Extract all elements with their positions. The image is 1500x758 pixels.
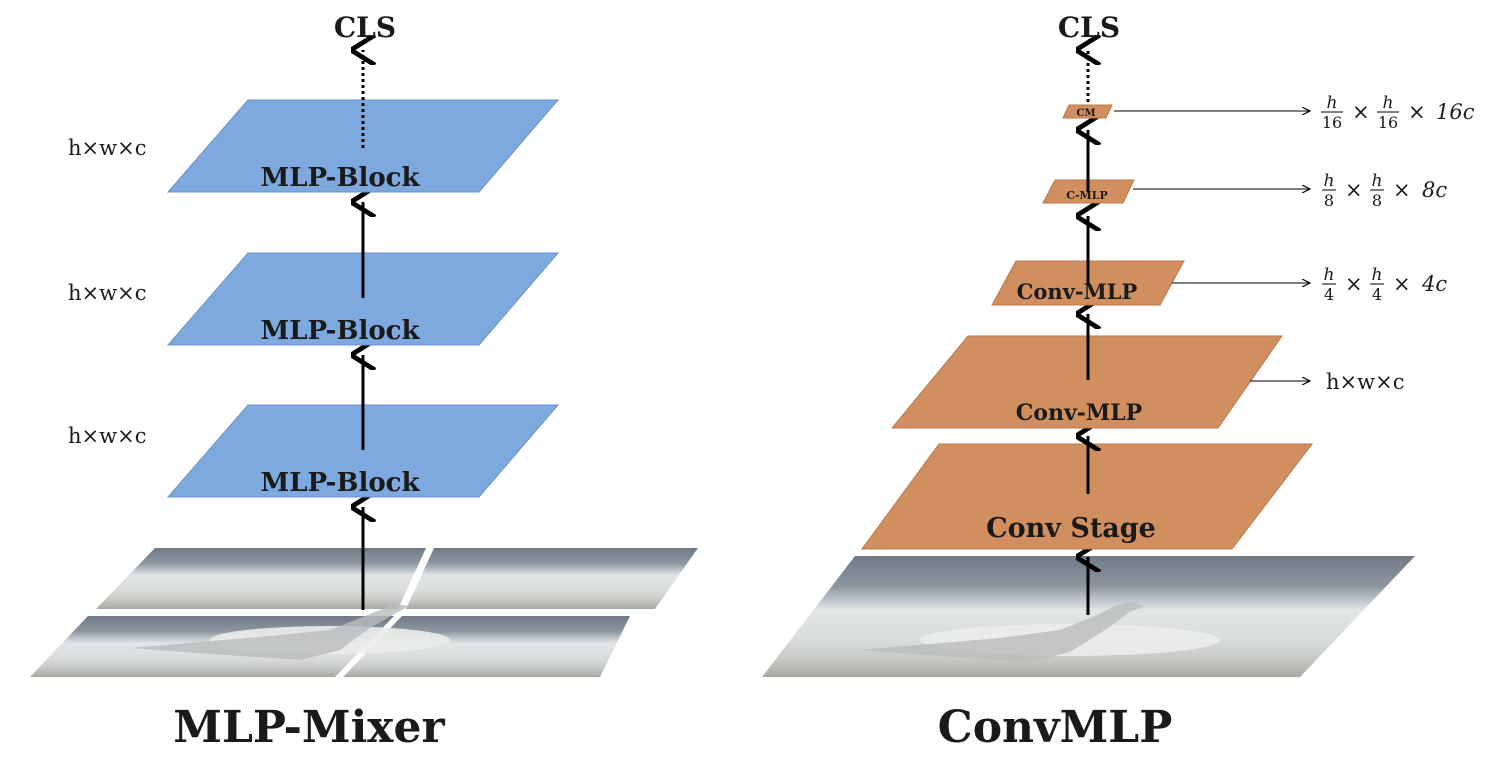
svg-text:4c: 4c: [1421, 272, 1447, 296]
mixer-cls-label: CLS: [334, 11, 396, 44]
mixer-dim-label-3: h×w×c: [68, 136, 146, 160]
conv-mlp-label-1: Conv-MLP: [1016, 400, 1142, 426]
convmlp-dim-label-1: h×w×c: [1326, 370, 1404, 394]
convmlp-title: ConvMLP: [938, 702, 1173, 753]
convmlp-diagram: Conv Stage Conv-MLP Conv-MLP C-MLP CM CL…: [762, 11, 1475, 753]
convmlp-dim-label-4: h 16 × h 16 × 16c: [1321, 93, 1475, 132]
conv-mlp-label-2: Conv-MLP: [1017, 279, 1138, 304]
convmlp-dim-label-3: h 8 × h 8 × 8c: [1322, 171, 1447, 210]
mlp-block-label-1: MLP-Block: [260, 468, 420, 498]
svg-text:h: h: [1383, 93, 1394, 113]
svg-text:4: 4: [1324, 285, 1334, 304]
conv-stage-block: [861, 443, 1314, 550]
cm-label: CM: [1076, 108, 1095, 119]
mlp-block-2: [166, 252, 560, 346]
svg-text:×: ×: [1345, 272, 1363, 296]
conv-mlp-block-1: [890, 335, 1283, 429]
svg-text:×: ×: [1345, 178, 1363, 202]
svg-text:h: h: [1324, 265, 1335, 285]
mlp-block-label-2: MLP-Block: [260, 316, 420, 346]
svg-text:×: ×: [1393, 178, 1411, 202]
mixer-diagram: MLP-Block MLP-Block MLP-Block CLS h×w×c …: [30, 11, 698, 753]
mixer-title: MLP-Mixer: [173, 702, 445, 753]
mixer-input-image: [30, 548, 698, 677]
mixer-dim-label-1: h×w×c: [68, 424, 146, 448]
svg-text:8: 8: [1324, 191, 1334, 210]
svg-text:16: 16: [1322, 113, 1342, 132]
svg-text:h: h: [1372, 265, 1383, 285]
svg-text:8c: 8c: [1422, 178, 1447, 202]
svg-text:4: 4: [1372, 285, 1382, 304]
svg-text:16c: 16c: [1436, 100, 1475, 124]
svg-text:×: ×: [1408, 100, 1426, 124]
convmlp-input-image: [762, 556, 1415, 677]
cm-block: [1062, 104, 1113, 119]
convmlp-dim-label-2: h 4 × h 4 × 4c: [1322, 265, 1447, 304]
svg-text:16: 16: [1378, 113, 1398, 132]
svg-text:×: ×: [1352, 100, 1370, 124]
svg-text:h: h: [1372, 171, 1383, 191]
mlp-block-label-3: MLP-Block: [260, 163, 420, 193]
c-mlp-label: C-MLP: [1066, 189, 1108, 202]
mlp-block-1: [166, 404, 560, 498]
conv-stage-label: Conv Stage: [986, 513, 1156, 544]
mixer-dim-label-2: h×w×c: [68, 281, 146, 305]
svg-text:h: h: [1324, 171, 1335, 191]
svg-text:×: ×: [1393, 272, 1411, 296]
svg-text:8: 8: [1372, 191, 1382, 210]
svg-text:h: h: [1327, 93, 1338, 113]
convmlp-cls-label: CLS: [1058, 11, 1120, 44]
